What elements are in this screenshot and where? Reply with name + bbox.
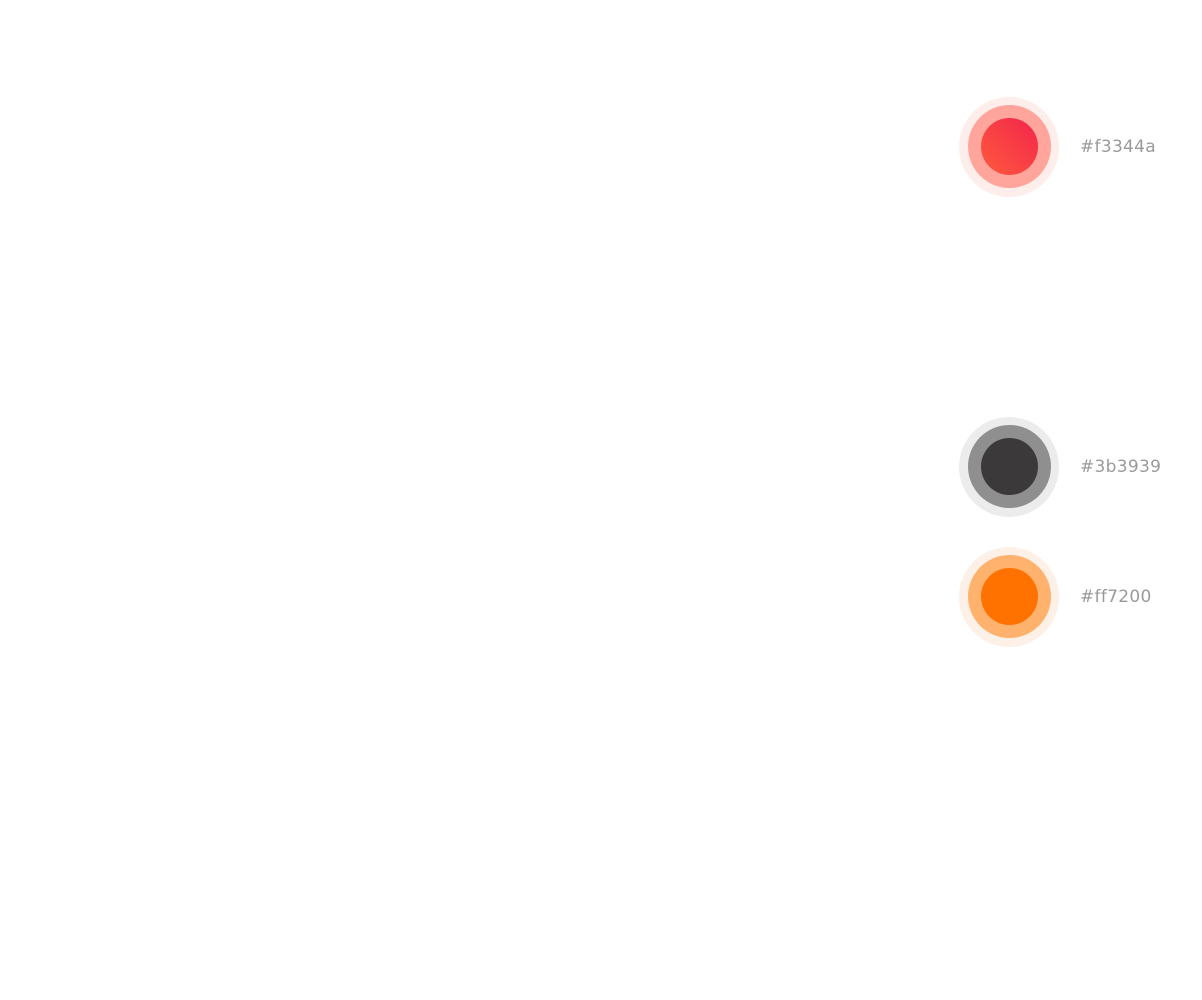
swatch-core bbox=[981, 438, 1038, 495]
swatch-row-red: #f3344a bbox=[959, 97, 1156, 197]
swatch-core bbox=[981, 568, 1038, 625]
color-swatch-orange bbox=[959, 547, 1059, 647]
swatch-row-dark: #3b3939 bbox=[959, 417, 1161, 517]
swatch-hex-label: #ff7200 bbox=[1080, 587, 1152, 607]
swatch-row-orange: #ff7200 bbox=[959, 547, 1152, 647]
color-swatch-red bbox=[959, 97, 1059, 197]
swatch-core bbox=[981, 118, 1038, 175]
color-swatch-dark bbox=[959, 417, 1059, 517]
swatch-hex-label: #f3344a bbox=[1080, 137, 1157, 157]
swatch-hex-label: #3b3939 bbox=[1080, 457, 1162, 477]
